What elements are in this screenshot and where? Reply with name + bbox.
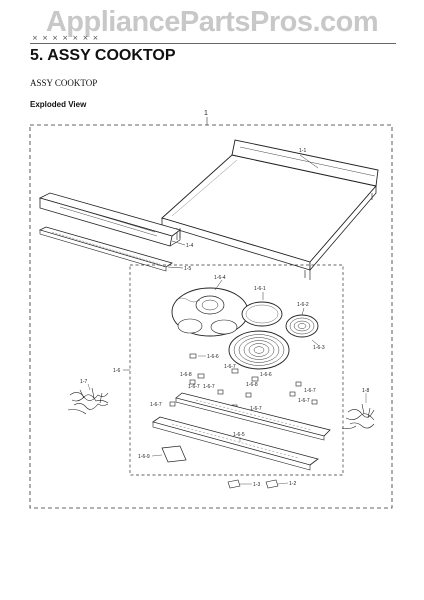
header-divider <box>30 43 396 44</box>
large-burner-part <box>228 330 290 370</box>
callout-1-6-5: 1-6-5 <box>233 432 245 438</box>
leader-1-5 <box>167 266 184 269</box>
wire-harness-left <box>67 387 109 415</box>
callout-1-6-6: 1-6-6 <box>207 354 219 360</box>
callout-1-6-7c: 1-6-7 <box>203 384 215 390</box>
front-trim-part <box>38 192 181 247</box>
callout-1-6-7a: 1-6-7 <box>224 364 236 370</box>
callout-1-6-6b: 1-6-6 <box>260 372 272 378</box>
callout-1-6-1: 1-6-1 <box>254 286 266 292</box>
callout-1-5: 1-5 <box>184 266 191 272</box>
callout-1-3: 1-3 <box>253 482 260 488</box>
callout-1-6-2: 1-6-2 <box>297 302 309 308</box>
callout-1-6-7g: 1-6-7 <box>250 406 262 412</box>
insulation-plate-part <box>161 445 187 463</box>
callout-1-6: 1-6 <box>113 368 120 374</box>
callout-1-6-8: 1-6-8 <box>180 372 192 378</box>
callout-1-2: 1-2 <box>289 481 296 487</box>
callout-1-6-7e: 1-6-7 <box>298 398 310 404</box>
sub-title: ASSY COOKTOP <box>30 78 98 88</box>
dual-burner-part <box>171 287 249 337</box>
leader-1-6-2 <box>301 307 305 316</box>
callout-1-1: 1-1 <box>299 148 306 154</box>
screw-parts <box>227 479 279 489</box>
leader-1-1 <box>299 154 319 169</box>
view-label: Exploded View <box>30 100 87 109</box>
callout-1-8: 1-8 <box>362 388 369 394</box>
callout-1: 1 <box>204 110 208 117</box>
callout-1-6-9: 1-6-9 <box>138 454 150 460</box>
callout-1-6-7d: 1-6-7 <box>304 388 316 394</box>
lower-bracket-part <box>38 226 173 272</box>
section-title: 5. ASSY COOKTOP <box>30 47 176 64</box>
burner-ring-part <box>241 301 283 327</box>
callout-1-6-3: 1-6-3 <box>313 345 325 351</box>
leader-1-6-4 <box>214 279 223 291</box>
inner-dashed-border <box>129 264 344 476</box>
cooktop-top-part <box>161 139 379 280</box>
callout-1-6-4: 1-6-4 <box>214 275 226 281</box>
callout-1-6-7b: 1-6-7 <box>188 384 200 390</box>
leader-1-4 <box>171 240 186 246</box>
upper-support-rail <box>175 392 331 441</box>
callout-1-4: 1-4 <box>186 243 193 249</box>
leader-1-6-9 <box>151 454 163 457</box>
callout-1-7: 1-7 <box>80 379 87 385</box>
header-small-text: × × × × × × × <box>32 34 100 42</box>
lower-support-rail <box>152 416 319 471</box>
small-burner-part <box>285 314 319 338</box>
watermark-text: AppliancePartsPros.com <box>45 6 379 38</box>
leader-1-7 <box>87 383 91 391</box>
outer-dashed-border <box>29 124 393 509</box>
leader-1-2 <box>277 482 289 485</box>
callout-1-6-7f: 1-6-7 <box>150 402 162 408</box>
callout-1-6-8b: 1-6-8 <box>246 382 258 388</box>
leader-1-6-3 <box>311 339 319 346</box>
wire-harness-right <box>341 403 375 429</box>
